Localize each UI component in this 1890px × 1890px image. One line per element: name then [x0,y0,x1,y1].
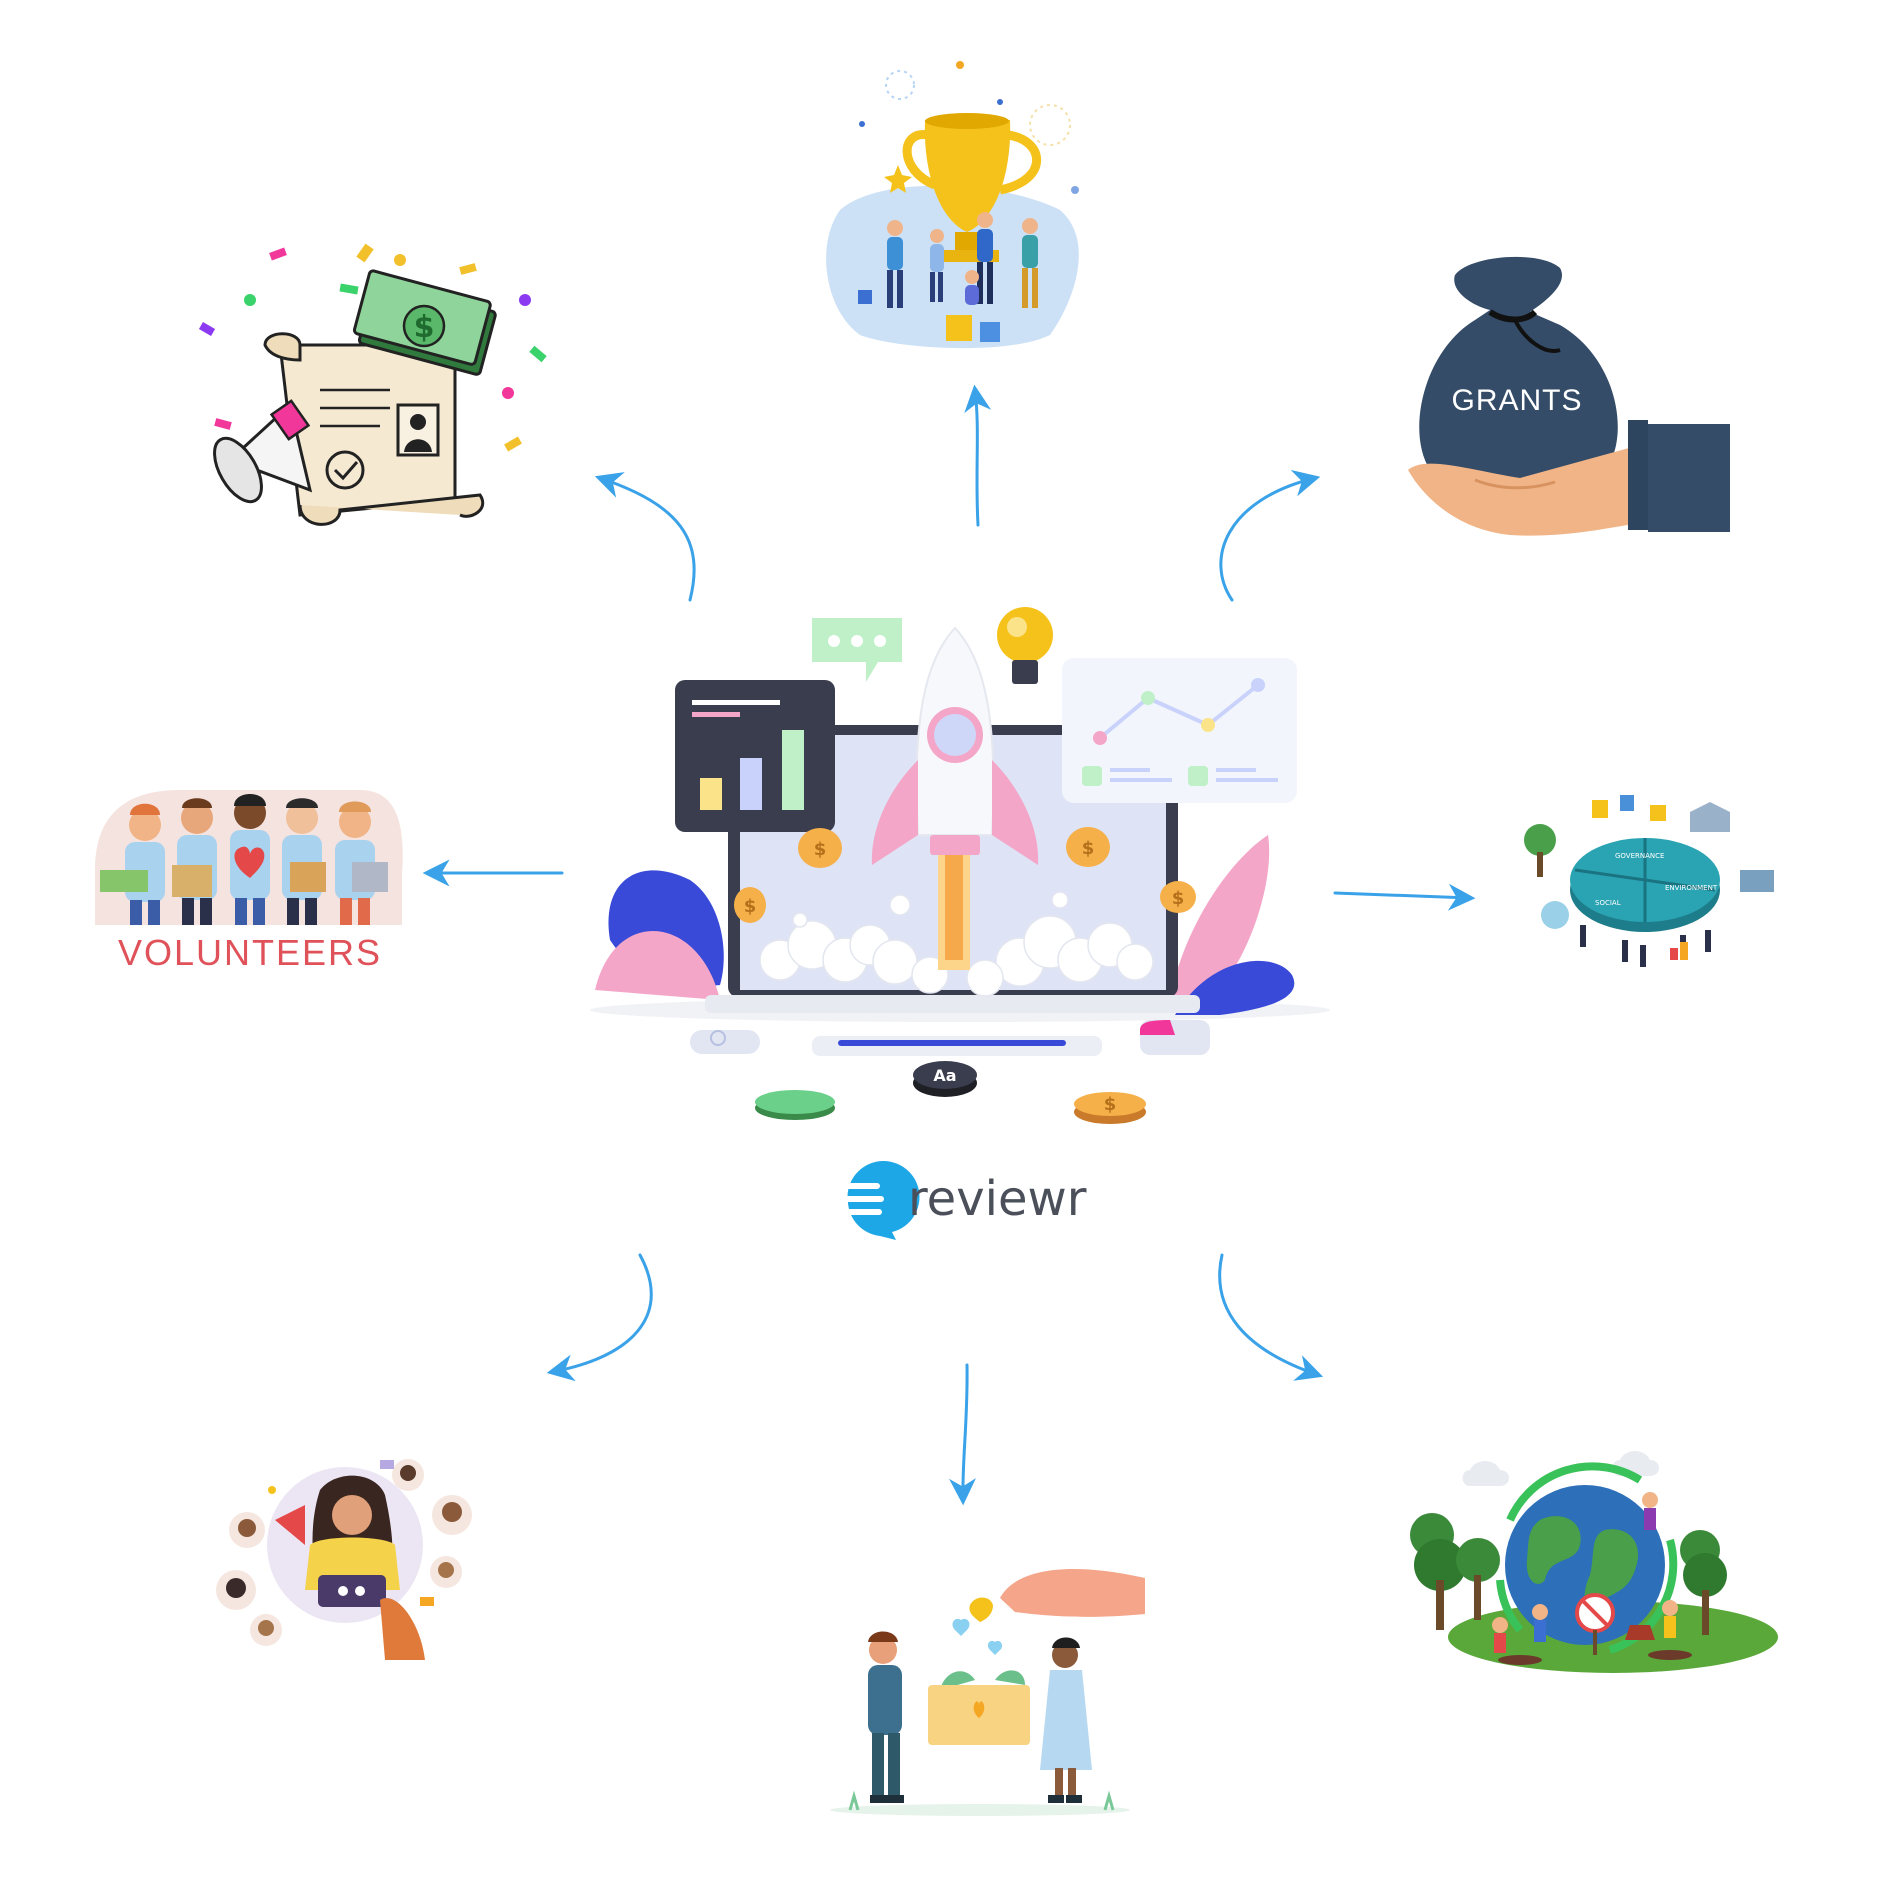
volunteers-icon: VOLUNTEERS [95,790,403,973]
influencer-network-icon [216,1459,472,1660]
brand-name: reviewr [908,1171,1087,1227]
grants-label: GRANTS [1451,384,1582,417]
coin-4-dollar: $ [1172,888,1185,909]
arrow-to-trophy [964,384,992,527]
environment-earth-icon [1410,1451,1778,1673]
coin-2-dollar: $ [1082,838,1095,859]
arrow-to-donation [948,1363,976,1506]
arrow-to-grants [1219,470,1321,602]
coin-3-dollar: $ [744,896,757,917]
volunteers-label: VOLUNTEERS [118,932,382,973]
arrow-to-certificate [594,472,696,602]
donation-box-icon [830,1568,1145,1816]
puzzle-environment-label: ENVIRONMENT [1665,884,1718,892]
esg-puzzle-icon: GOVERNANCE ENVIRONMENT SOCIAL [1524,795,1774,967]
bill-dollar-sign: $ [414,310,435,345]
puzzle-social-label: SOCIAL [1595,899,1621,907]
rocket-laptop-icon: $ $ $ $ Aa $ [590,607,1330,1124]
puzzle-governance-label: GOVERNANCE [1615,852,1664,860]
keyboard-key-label: Aa [933,1066,956,1085]
reviewr-logo-icon [828,1161,920,1240]
grants-bag-icon: GRANTS [1408,256,1730,536]
coin-1-dollar: $ [814,839,827,860]
coin-5-dollar: $ [1104,1094,1117,1115]
arrow-to-environment [1218,1253,1324,1381]
trophy-team-icon [826,61,1079,349]
arrows [422,384,1476,1506]
award-certificate-icon: $ [198,243,547,526]
reviewr-logo: reviewr [828,1161,1087,1240]
arrow-to-esg [1333,883,1476,911]
arrow-to-influencer [546,1253,653,1382]
